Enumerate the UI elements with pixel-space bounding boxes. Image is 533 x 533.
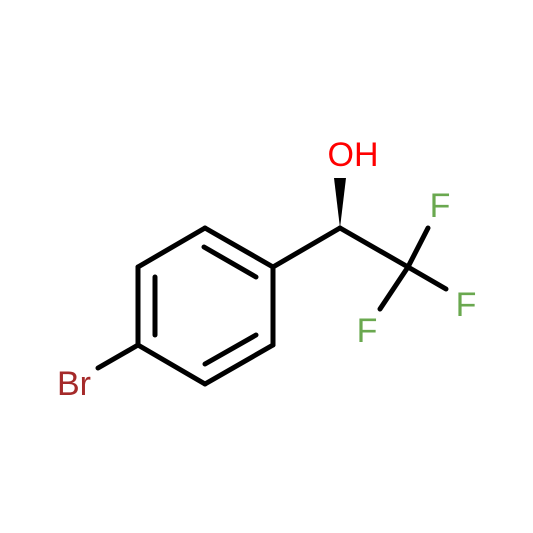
ring-bond-6 xyxy=(135,225,208,270)
fluorine-top-label: F xyxy=(430,187,451,225)
hydroxyl-label: OH xyxy=(328,136,379,174)
ring-bond-3 xyxy=(202,342,276,387)
fluorine-right-label: F xyxy=(456,286,477,324)
ring-double-bond-2 xyxy=(202,332,259,367)
cf-bond-top xyxy=(405,225,431,270)
c-br-bond xyxy=(95,342,141,371)
ring-bond-4 xyxy=(135,342,208,387)
carbon-carbon-bond xyxy=(337,225,411,270)
aryl-carbon-bond xyxy=(270,225,343,270)
stereo-wedge-bond xyxy=(334,178,346,228)
ring-double-bond-1 xyxy=(201,244,259,280)
ring-bond-1 xyxy=(202,225,276,270)
benzene-ring xyxy=(135,225,276,387)
cf-bond-bottom xyxy=(377,264,411,312)
bromine-label: Br xyxy=(57,365,91,403)
cf-bond-right xyxy=(405,264,449,292)
fluorine-bottom-label: F xyxy=(357,312,378,350)
